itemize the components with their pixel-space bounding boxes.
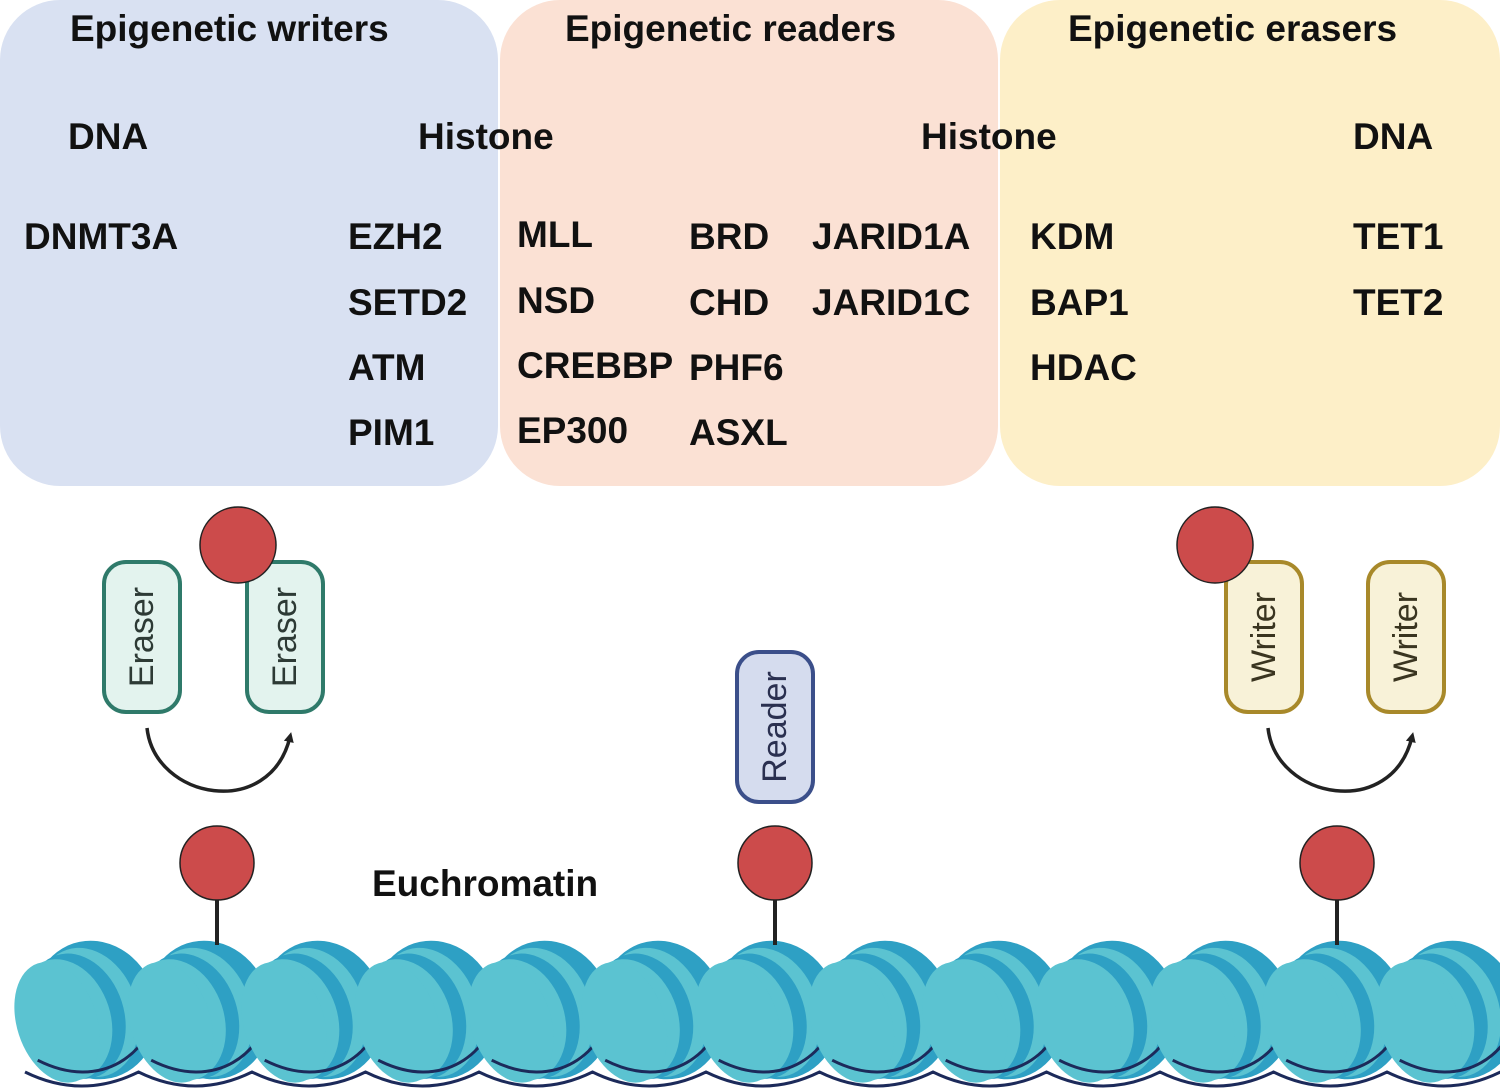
writer-arrow <box>1266 727 1416 793</box>
readers-gene: JARID1A <box>812 216 971 257</box>
readers-title: Epigenetic readers <box>565 8 897 49</box>
writers-dna-gene: DNMT3A <box>24 216 179 257</box>
eraser-cycle: Eraser Eraser <box>102 506 325 793</box>
erasers-dna-gene: TET2 <box>1353 282 1444 323</box>
nucleosome <box>1376 940 1500 1083</box>
added-mark <box>1176 506 1254 584</box>
euchromatin-label: Euchromatin <box>372 863 599 904</box>
readers-gene: PHF6 <box>689 347 784 388</box>
nucleosome <box>695 940 843 1083</box>
writer-pill <box>1366 560 1446 714</box>
readers-gene: JARID1C <box>812 282 971 323</box>
reader-pill <box>735 650 815 804</box>
dna-strand <box>24 1070 1500 1088</box>
nucleosome <box>808 940 956 1083</box>
histone-mark <box>737 825 813 901</box>
eraser-pill <box>102 560 182 714</box>
readers-gene: BRD <box>689 216 770 257</box>
readers-gene: CHD <box>689 282 770 323</box>
histone-mark <box>1299 825 1375 901</box>
eraser-label: Eraser <box>266 587 304 687</box>
writers-histone-gene: PIM1 <box>348 412 435 453</box>
nucleosome <box>1262 940 1410 1083</box>
chromatin-fiber <box>14 940 1500 1088</box>
writer-pill <box>1224 560 1304 714</box>
nucleosome <box>1149 940 1297 1083</box>
erasers-dna-gene: TET1 <box>1353 216 1444 257</box>
erasers-histone-header: Histone <box>921 116 1057 157</box>
erasers-histone-gene: KDM <box>1030 216 1115 257</box>
nucleosome <box>241 940 389 1083</box>
erasers-title: Epigenetic erasers <box>1068 8 1398 49</box>
writers-panel <box>0 0 498 486</box>
nucleosome <box>127 940 275 1083</box>
readers-gene: MLL <box>517 214 594 255</box>
erasers-dna-header: DNA <box>1353 116 1434 157</box>
reader-group: Reader <box>735 650 815 804</box>
erasers-histone-gene: HDAC <box>1030 347 1137 388</box>
erasers-panel <box>1000 0 1500 486</box>
readers-gene: CREBBP <box>517 345 674 386</box>
readers-gene: NSD <box>517 280 596 321</box>
writers-histone-header: Histone <box>418 116 554 157</box>
readers-gene: ASXL <box>689 412 788 453</box>
nucleosome <box>354 940 502 1083</box>
erasers-histone-gene: BAP1 <box>1030 282 1129 323</box>
readers-panel <box>500 0 998 486</box>
writer-label: Writer <box>1245 592 1283 682</box>
eraser-arrow <box>145 727 294 793</box>
reader-label: Reader <box>756 671 794 783</box>
nucleosome <box>468 940 616 1083</box>
writer-label: Writer <box>1387 592 1425 682</box>
writers-title: Epigenetic writers <box>70 8 389 49</box>
readers-gene: EP300 <box>517 410 629 451</box>
nucleosome <box>922 940 1070 1083</box>
histone-mark <box>179 825 255 901</box>
nucleosome <box>14 940 162 1083</box>
eraser-pill <box>245 560 325 714</box>
writers-histone-gene: SETD2 <box>348 282 468 323</box>
eraser-label: Eraser <box>123 587 161 687</box>
histone-marks <box>179 825 1375 945</box>
writer-cycle: Writer Writer <box>1176 506 1446 793</box>
removed-mark <box>199 506 277 584</box>
writers-dna-header: DNA <box>68 116 149 157</box>
nucleosome <box>581 940 729 1083</box>
nucleosome <box>1035 940 1183 1083</box>
writers-histone-gene: EZH2 <box>348 216 443 257</box>
writers-histone-gene: ATM <box>348 347 426 388</box>
